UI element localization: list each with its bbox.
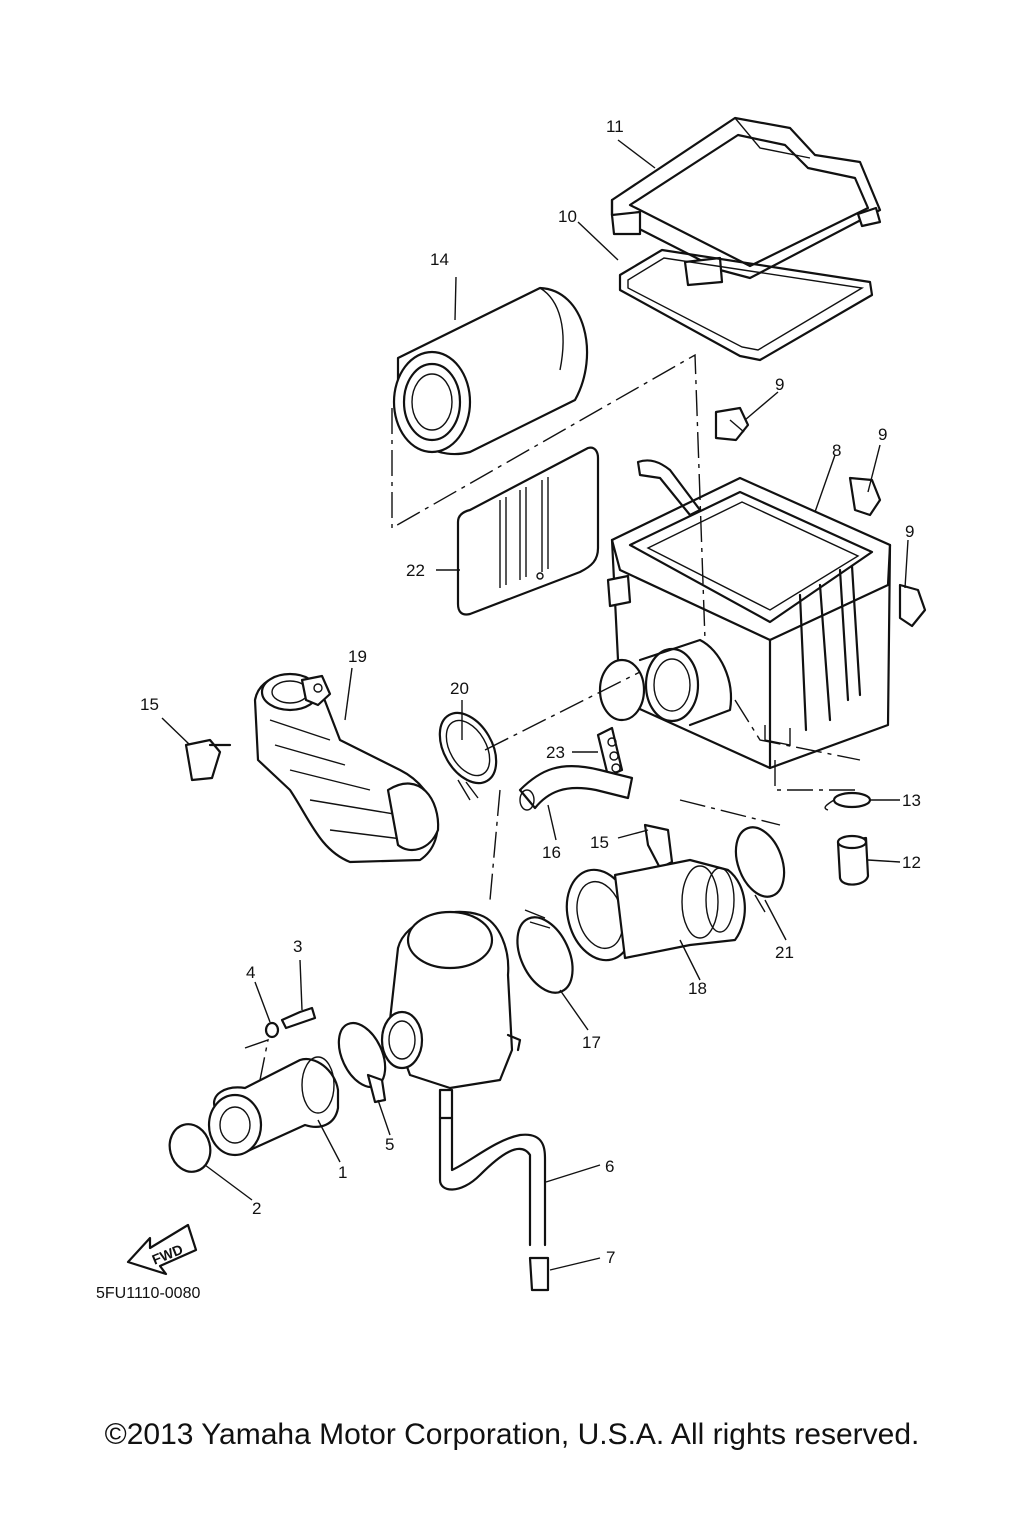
- part-23-holder: [596, 726, 624, 778]
- part-3-screw: [280, 1006, 317, 1030]
- callout-19: 19: [348, 647, 367, 666]
- callout-11: 11: [606, 117, 624, 136]
- fwd-arrow-icon: FWD: [126, 1223, 198, 1276]
- part-1-joint: [207, 1056, 340, 1157]
- callout-2: 2: [252, 1199, 261, 1218]
- carburetor: [380, 910, 522, 1120]
- callout-22: 22: [406, 561, 425, 580]
- callout-20: 20: [450, 679, 469, 698]
- callout-6: 6: [605, 1157, 614, 1176]
- part-4-washer: [264, 1021, 280, 1039]
- part-10-gasket: [618, 248, 874, 362]
- callout-23: 23: [546, 743, 565, 762]
- callout-17: 17: [582, 1033, 601, 1052]
- callout-10: 10: [558, 207, 577, 226]
- part-17-clamp: [516, 909, 574, 994]
- callout-labels: 11 10 14 9 9 8 9 22 19 20 15 23 13 15 16…: [96, 117, 921, 1302]
- part-6-hose: [438, 1116, 547, 1247]
- callout-21: 21: [775, 943, 794, 962]
- callout-4: 4: [246, 963, 255, 982]
- part-9-clip-c: [898, 583, 927, 628]
- part-20-clamp: [438, 711, 498, 801]
- part-21-clamp: [734, 826, 786, 913]
- part-22-plate: [456, 446, 600, 616]
- part-14-element: [392, 286, 589, 456]
- callout-9-c: 9: [905, 522, 914, 541]
- callout-1: 1: [338, 1163, 347, 1182]
- callout-14: 14: [430, 250, 449, 269]
- callout-7: 7: [606, 1248, 615, 1267]
- assembly-lines: [244, 353, 861, 1081]
- callout-9-a: 9: [775, 375, 784, 394]
- part-13-clamp: [824, 791, 872, 811]
- diagram-code: 5FU1110-0080: [96, 1285, 200, 1302]
- callout-3: 3: [293, 937, 302, 956]
- part-18-joint: [565, 858, 746, 962]
- leader-lines: [161, 139, 909, 1271]
- part-11-case-cover: [610, 116, 882, 287]
- part-15-joint-b: [643, 823, 674, 870]
- callout-5: 5: [385, 1135, 394, 1154]
- part-2-o-ring: [168, 1123, 212, 1173]
- callout-15-b: 15: [590, 833, 609, 852]
- part-7-pipe: [528, 1256, 550, 1292]
- callout-15-a: 15: [140, 695, 159, 714]
- callout-8: 8: [832, 441, 841, 460]
- part-12-cap: [836, 834, 870, 886]
- callout-9-b: 9: [878, 425, 887, 444]
- copyright-notice: ©2013 Yamaha Motor Corporation, U.S.A. A…: [104, 1418, 920, 1451]
- part-9-clip-a: [714, 406, 750, 442]
- callout-13: 13: [902, 791, 921, 810]
- part-15-joint-a: [184, 738, 232, 782]
- part-9-clip-b: [848, 476, 882, 517]
- part-5-clamp: [337, 1021, 387, 1104]
- callout-16: 16: [542, 843, 561, 862]
- callout-12: 12: [902, 853, 921, 872]
- callout-18: 18: [688, 979, 707, 998]
- part-16-hose: [518, 765, 634, 811]
- part-19-joint: [253, 672, 440, 864]
- part-8-air-filter-case: [598, 459, 892, 770]
